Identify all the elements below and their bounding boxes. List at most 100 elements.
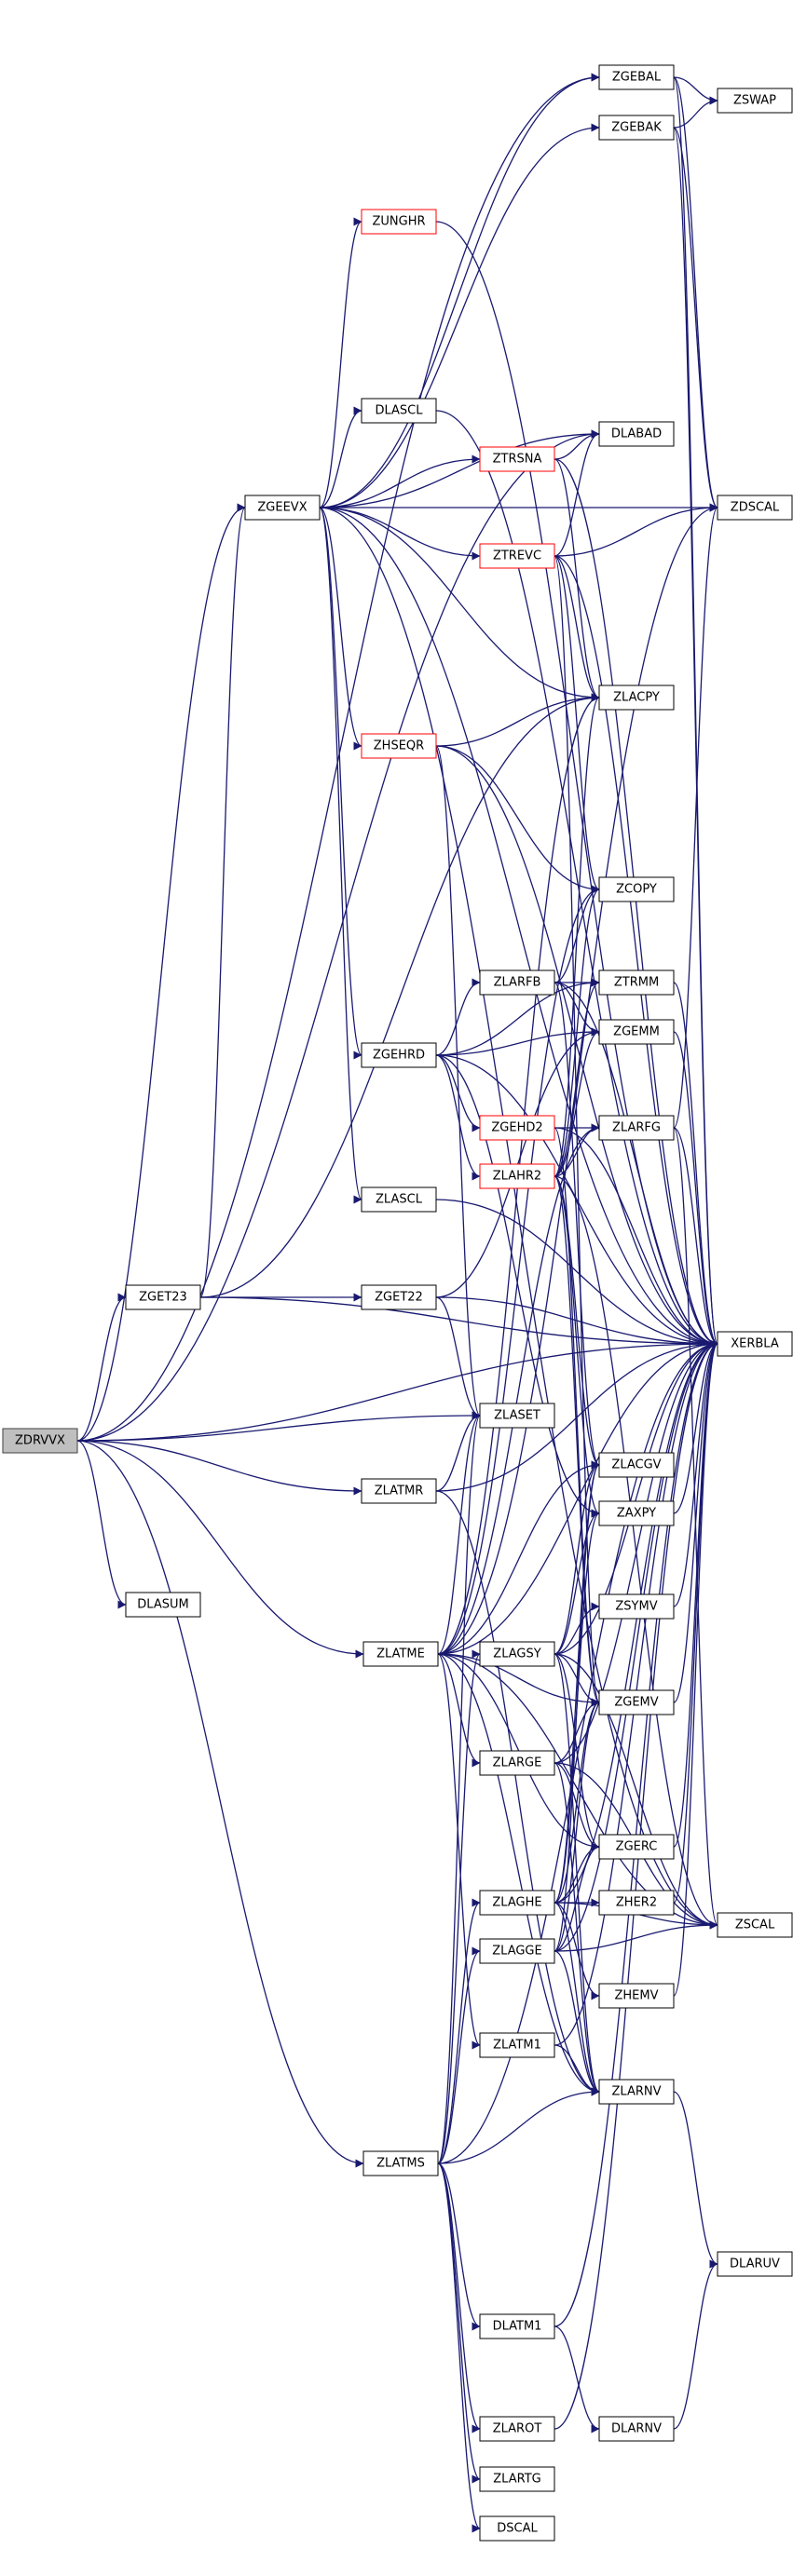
edge-zlarfg-to-xerbla xyxy=(673,1127,718,1349)
node-label-zlaset: ZLASET xyxy=(494,1409,540,1423)
node-box-zgebak xyxy=(598,115,675,141)
edge-zgeevx-to-ztrsna xyxy=(319,454,481,508)
node-zdrvvx[interactable]: ZDRVVX xyxy=(2,1428,78,1454)
node-zsymv[interactable]: ZSYMV xyxy=(598,1593,675,1620)
node-box-zget23 xyxy=(125,1284,201,1310)
edge-zgemv-to-xerbla xyxy=(673,1339,718,1703)
edge-zgeevx-to-ztrevc xyxy=(319,507,481,561)
node-label-zgemv: ZGEMV xyxy=(614,1696,658,1710)
node-box-zlarfg xyxy=(598,1115,675,1141)
node-xerbla[interactable]: XERBLA xyxy=(717,1331,793,1357)
edge-zgehrd-to-zgemm xyxy=(435,1027,600,1056)
node-zlarfg[interactable]: ZLARFG xyxy=(598,1115,675,1141)
edge-zdrvvx-to-zlaset xyxy=(76,1411,481,1442)
node-zlagsy[interactable]: ZLAGSY xyxy=(479,1641,555,1667)
node-label-zdrvvx: ZDRVVX xyxy=(15,1434,65,1448)
node-label-zlartg: ZLARTG xyxy=(493,2473,540,2487)
node-zunghr[interactable]: ZUNGHR xyxy=(361,209,437,235)
node-zlatm1[interactable]: ZLATM1 xyxy=(479,2032,555,2058)
node-zlartg[interactable]: ZLARTG xyxy=(479,2466,555,2492)
node-zlacgv[interactable]: ZLACGV xyxy=(598,1452,675,1478)
edge-zhseqr-to-zlacpy xyxy=(435,693,600,747)
node-dlaruv[interactable]: DLARUV xyxy=(717,2251,793,2277)
node-dlabad[interactable]: DLABAD xyxy=(598,421,675,447)
node-zlatme[interactable]: ZLATME xyxy=(362,1641,439,1667)
node-zlaset[interactable]: ZLASET xyxy=(479,1403,555,1429)
node-zgeevx[interactable]: ZGEEVX xyxy=(244,495,321,521)
node-zlacpy[interactable]: ZLACPY xyxy=(598,685,675,711)
edge-zgehrd-to-zgehd2 xyxy=(435,1054,481,1132)
node-box-zdrvvx xyxy=(2,1428,78,1454)
node-box-zsymv xyxy=(598,1593,675,1620)
node-zlarge[interactable]: ZLARGE xyxy=(479,1750,555,1776)
node-zhseqr[interactable]: ZHSEQR xyxy=(361,733,437,759)
node-zlaghe[interactable]: ZLAGHE xyxy=(479,1890,555,1916)
node-dlarnv[interactable]: DLARNV xyxy=(598,2416,675,2442)
edge-zgeevx-to-zlacpy xyxy=(319,507,600,702)
edge-zget23-to-zgeevx xyxy=(199,503,246,1298)
edge-zlaghe-to-zlarnv xyxy=(554,1902,600,2096)
node-zgemv[interactable]: ZGEMV xyxy=(598,1689,675,1715)
node-zher2[interactable]: ZHER2 xyxy=(598,1890,675,1916)
node-ztrevc[interactable]: ZTREVC xyxy=(479,543,555,569)
node-label-zlagge: ZLAGGE xyxy=(492,1945,541,1959)
edge-zhemv-to-xerbla xyxy=(673,1339,718,1997)
node-zgehrd[interactable]: ZGEHRD xyxy=(361,1042,437,1068)
node-zlahr2[interactable]: ZLAHR2 xyxy=(479,1163,555,1189)
edge-zlarfb-to-xerbla xyxy=(554,982,718,1349)
edge-zgehrd-to-zlahr2 xyxy=(435,1054,481,1181)
node-label-zlarfb: ZLARFB xyxy=(494,976,541,990)
edge-ztrevc-to-zlacpy xyxy=(554,555,600,702)
node-zcopy[interactable]: ZCOPY xyxy=(598,876,675,902)
node-label-zlacpy: ZLACPY xyxy=(613,691,660,705)
node-zlatms[interactable]: ZLATMS xyxy=(362,2150,439,2176)
node-dlatm1[interactable]: DLATM1 xyxy=(479,2313,555,2339)
node-zdscal[interactable]: ZDSCAL xyxy=(717,495,793,521)
edge-zgebak-to-zdscal xyxy=(673,127,718,512)
node-zlagge[interactable]: ZLAGGE xyxy=(479,1938,555,1964)
node-dlascl[interactable]: DLASCL xyxy=(361,398,437,424)
edge-zlatms-to-dscal xyxy=(437,2162,481,2533)
node-zlascl[interactable]: ZLASCL xyxy=(361,1186,437,1213)
node-zlarnv[interactable]: ZLARNV xyxy=(598,2079,675,2105)
node-label-zhseqr: ZHSEQR xyxy=(374,739,424,753)
node-zaxpy[interactable]: ZAXPY xyxy=(598,1500,675,1526)
node-label-xerbla: XERBLA xyxy=(731,1337,779,1351)
node-zlatmr[interactable]: ZLATMR xyxy=(361,1478,437,1504)
edge-zgeevx-to-zlascl xyxy=(319,507,362,1204)
node-label-zlatms: ZLATMS xyxy=(376,2157,425,2171)
edge-zlagsy-to-zlarnv xyxy=(554,1653,600,2096)
node-ztrmm[interactable]: ZTRMM xyxy=(598,969,675,996)
node-box-zaxpy xyxy=(598,1500,675,1526)
node-zgehd2[interactable]: ZGEHD2 xyxy=(479,1115,555,1141)
node-zlarot[interactable]: ZLAROT xyxy=(479,2416,555,2442)
node-zscal[interactable]: ZSCAL xyxy=(717,1912,793,1938)
node-zgerc[interactable]: ZGERC xyxy=(598,1834,675,1860)
node-dlasum[interactable]: DLASUM xyxy=(125,1592,201,1618)
node-zgebal[interactable]: ZGEBAL xyxy=(598,64,675,90)
node-ztrsna[interactable]: ZTRSNA xyxy=(479,446,555,472)
node-zgemm[interactable]: ZGEMM xyxy=(598,1019,675,1045)
node-zget23[interactable]: ZGET23 xyxy=(125,1284,201,1310)
node-label-zher2: ZHER2 xyxy=(616,1896,657,1910)
node-box-zlarfb xyxy=(479,969,555,996)
edge-zgeevx-to-zunghr xyxy=(319,217,362,508)
node-zget22[interactable]: ZGET22 xyxy=(361,1284,437,1310)
node-box-zdscal xyxy=(717,495,793,521)
node-label-ztrmm: ZTRMM xyxy=(614,976,659,990)
node-zgebak[interactable]: ZGEBAK xyxy=(598,115,675,141)
node-box-zlahr2 xyxy=(479,1163,555,1189)
edge-zlatme-to-zdscal xyxy=(437,503,718,1655)
node-label-ztrsna: ZTRSNA xyxy=(493,453,542,467)
edge-zlatms-to-zlaset xyxy=(437,1411,481,2164)
node-zhemv[interactable]: ZHEMV xyxy=(598,1983,675,2009)
node-label-dscal: DSCAL xyxy=(497,2522,538,2536)
edge-zlaghe-to-xerbla xyxy=(554,1339,718,1904)
node-dscal[interactable]: DSCAL xyxy=(479,2515,555,2542)
edge-zgeevx-to-dlascl xyxy=(319,406,362,508)
node-zlarfb[interactable]: ZLARFB xyxy=(479,969,555,996)
node-zswap[interactable]: ZSWAP xyxy=(717,88,793,114)
edge-zlatms-to-zlarnv xyxy=(437,2087,600,2164)
edge-zgeevx-to-xerbla xyxy=(319,507,718,1349)
